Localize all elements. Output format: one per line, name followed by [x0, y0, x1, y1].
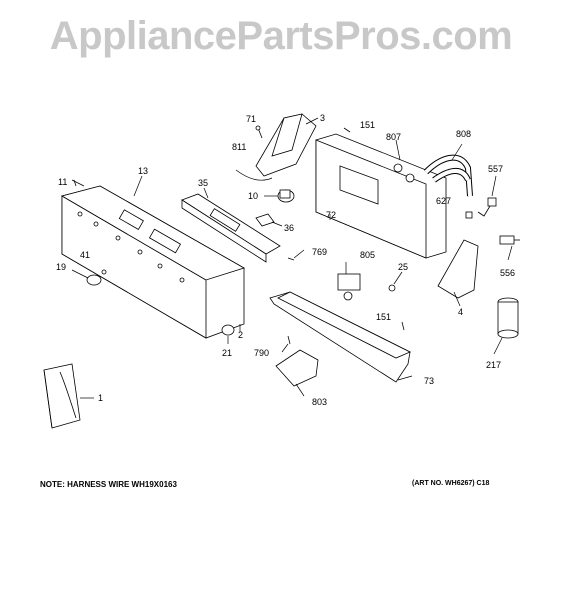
part-769-screw[interactable]	[287, 257, 295, 261]
part-25-clamp[interactable]	[388, 284, 396, 292]
callout-13: 13	[138, 166, 148, 176]
part-41-spring[interactable]	[101, 269, 107, 275]
callout-2: 2	[238, 330, 243, 340]
part-19-knob[interactable]	[86, 274, 102, 286]
callout-790: 790	[254, 348, 269, 358]
part-73-panel[interactable]	[269, 291, 411, 383]
callout-36: 36	[284, 223, 294, 233]
callout-3: 3	[320, 113, 325, 123]
part-10-switch[interactable]	[277, 189, 295, 203]
callout-41: 41	[80, 250, 90, 260]
leader-lines	[71, 139, 513, 397]
part-807-washer[interactable]	[393, 163, 415, 183]
part-1-manual[interactable]	[43, 363, 81, 429]
callout-151-lower: 151	[376, 312, 391, 322]
watermark-logo: AppliancePartsPros.com	[49, 14, 513, 58]
callout-21: 21	[222, 348, 232, 358]
part-627-clip[interactable]	[465, 211, 473, 219]
part-151-screw-lower[interactable]	[401, 321, 405, 331]
part-808-hose[interactable]	[423, 154, 473, 197]
callout-71: 71	[246, 114, 256, 124]
callout-72: 72	[326, 210, 336, 220]
part-557-cord[interactable]	[477, 197, 497, 217]
part-71-screw[interactable]	[255, 125, 263, 139]
part-217-capacitor[interactable]	[497, 297, 519, 339]
callout-4: 4	[458, 307, 463, 317]
callout-808: 808	[456, 129, 471, 139]
callout-805: 805	[360, 250, 375, 260]
part-805-valve[interactable]	[337, 273, 361, 301]
part-21-knob[interactable]	[221, 324, 235, 336]
callout-557: 557	[488, 164, 503, 174]
part-3-bracket[interactable]	[255, 113, 317, 177]
callout-151-top: 151	[360, 120, 375, 130]
part-151-screw-top[interactable]	[343, 127, 351, 133]
callout-19: 19	[56, 262, 66, 272]
part-36-relay[interactable]	[255, 213, 275, 227]
callout-25: 25	[398, 262, 408, 272]
part-11-screw[interactable]	[73, 179, 77, 187]
part-556-connector[interactable]	[499, 235, 520, 245]
part-35-control-board[interactable]	[181, 193, 281, 263]
callout-11: 11	[58, 177, 67, 187]
callout-556: 556	[500, 268, 515, 278]
callout-811: 811	[232, 142, 246, 152]
callout-1: 1	[98, 393, 103, 403]
callout-labels: 1 2 3 4 10 11 13 19 21 25 35 36 41 71 72…	[56, 113, 515, 407]
callout-807: 807	[386, 132, 401, 142]
part-811-wire[interactable]	[235, 169, 273, 181]
callout-217: 217	[486, 360, 501, 370]
part-72-backsplash[interactable]	[315, 133, 447, 259]
part-803-bracket[interactable]	[275, 349, 319, 387]
art-number: (ART NO. WH6267) C18	[412, 480, 490, 487]
callout-73: 73	[424, 376, 434, 386]
callout-803: 803	[312, 397, 327, 407]
callout-35: 35	[198, 178, 208, 188]
part-790-screw[interactable]	[287, 335, 291, 345]
callout-10: 10	[248, 191, 258, 201]
harness-note: NOTE: HARNESS WIRE WH19X0163	[40, 480, 177, 489]
part-13-control-panel[interactable]	[60, 185, 245, 339]
part-4-end-cap[interactable]	[437, 239, 479, 299]
callout-627: 627	[436, 196, 451, 206]
callout-769: 769	[312, 247, 327, 257]
